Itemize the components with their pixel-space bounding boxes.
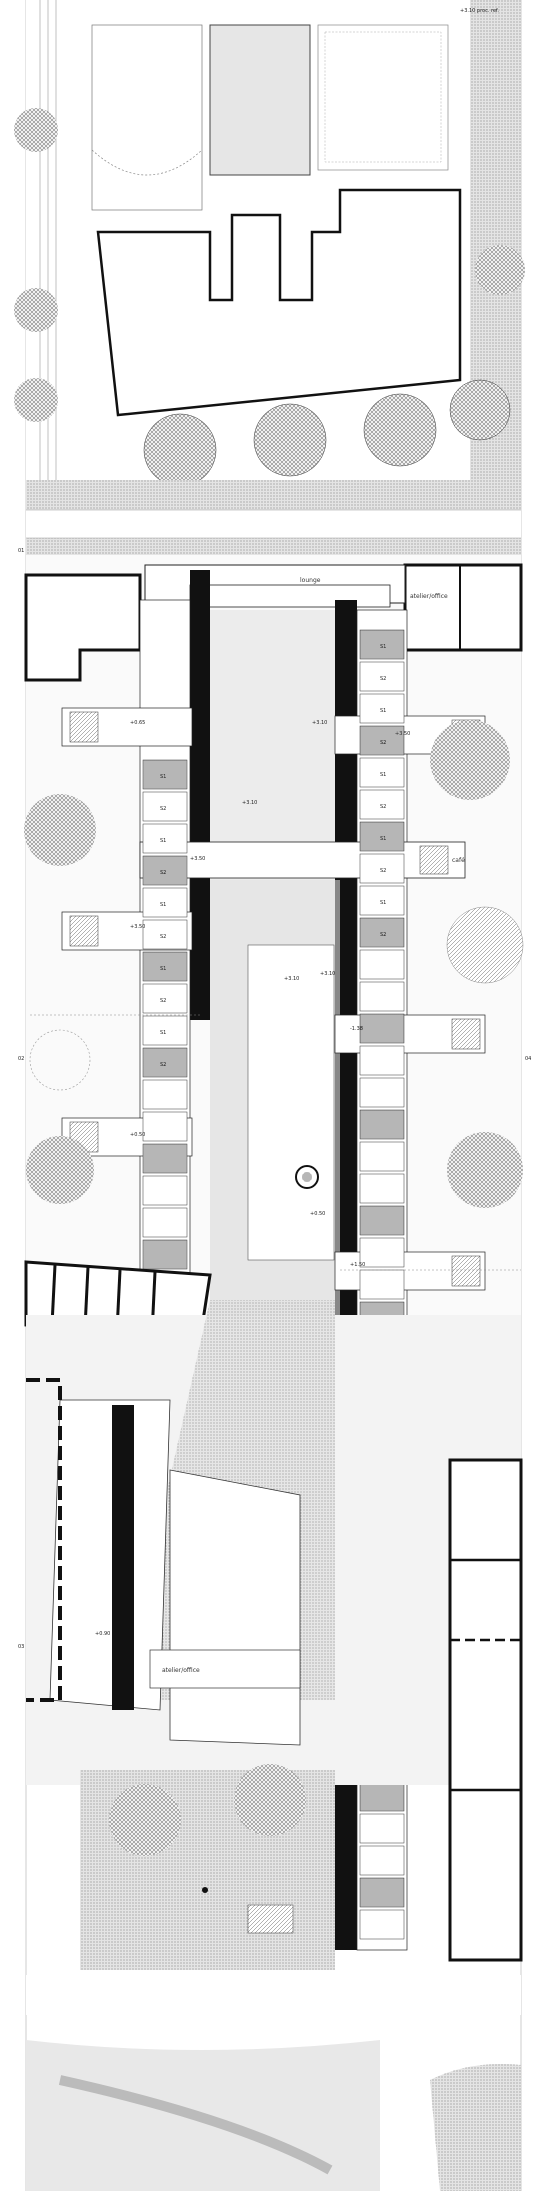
room-code: S1 (160, 902, 166, 908)
room-code: S2 (380, 932, 386, 938)
unit-cell (359, 629, 405, 660)
room-code: S1 (380, 772, 386, 778)
unit-cell (142, 1047, 188, 1078)
unit-cell (359, 1237, 405, 1268)
room-code: S1 (160, 774, 166, 780)
room-code: S2 (380, 676, 386, 682)
room-code: S2 (160, 1062, 166, 1068)
unit-cell (359, 1141, 405, 1172)
unit-cell (359, 1269, 405, 1300)
level-mark-10: -1.38 (350, 1026, 363, 1032)
unit-cell (359, 821, 405, 852)
level-mark-11: +1.50 (350, 1262, 365, 1268)
unit-cell (359, 1205, 405, 1236)
unit-cell (359, 1845, 405, 1876)
level-mark-4: +3.50 (190, 856, 205, 862)
level-mark-13: +3.50 (395, 731, 410, 737)
room-code: S2 (380, 740, 386, 746)
unit-cell (142, 951, 188, 982)
room-code: S1 (380, 836, 386, 842)
grid-mark-1: 01 (18, 548, 24, 554)
room-code: S1 (380, 900, 386, 906)
unit-cell (142, 791, 188, 822)
unit-cell (142, 919, 188, 950)
unit-cell (359, 981, 405, 1012)
room-code: S2 (160, 870, 166, 876)
unit-cell (142, 887, 188, 918)
unit-cell (359, 1173, 405, 1204)
room-code: S2 (160, 934, 166, 940)
unit-cell (359, 661, 405, 692)
unit-cell (142, 759, 188, 790)
room-code: S1 (160, 838, 166, 844)
level-mark-6: +3.10 (284, 976, 299, 982)
level-mark-7: +3.10 (320, 971, 335, 977)
level-mark-12: +0.90 (95, 1631, 110, 1637)
room-code: S1 (160, 1030, 166, 1036)
grid-mark-3: 03 (18, 1644, 24, 1650)
unit-cell (359, 1813, 405, 1844)
room-code: S2 (380, 868, 386, 874)
level-mark-1: +0.65 (130, 720, 145, 726)
label-workshop: atelier/office (162, 1667, 200, 1674)
north-block (14, 0, 525, 500)
label-cafe: café (452, 857, 465, 864)
south-block (26, 1300, 523, 2191)
unit-cell (359, 693, 405, 724)
unit-cell (142, 1079, 188, 1110)
level-mark-3: +3.10 (242, 800, 257, 806)
unit-cell (142, 1111, 188, 1142)
level-mark-2: +3.10 (312, 720, 327, 726)
level-mark-9: +0.50 (310, 1211, 325, 1217)
label-atelier: atelier/office (410, 593, 448, 600)
grid-mark-4: 04 (525, 1056, 531, 1062)
unit-cell (359, 1013, 405, 1044)
unit-cell (359, 757, 405, 788)
label-lounge: lounge (300, 577, 321, 584)
unit-cell (359, 789, 405, 820)
scale-label: +3.10 proc. ref. (460, 8, 499, 14)
unit-cell (359, 949, 405, 980)
unit-cell (359, 917, 405, 948)
room-code: S2 (380, 804, 386, 810)
room-code: S1 (380, 708, 386, 714)
level-mark-8: +0.50 (130, 1132, 145, 1138)
room-code: S1 (380, 644, 386, 650)
unit-cell (142, 1239, 188, 1270)
unit-cell (359, 885, 405, 916)
room-code: S2 (160, 806, 166, 812)
unit-cell (142, 823, 188, 854)
unit-cell (142, 1175, 188, 1206)
unit-cell (359, 1781, 405, 1812)
room-code: S2 (160, 998, 166, 1004)
unit-cell (359, 1877, 405, 1908)
unit-cell (142, 983, 188, 1014)
unit-cell (359, 1109, 405, 1140)
level-mark-5: +3.50 (130, 924, 145, 930)
unit-cell (359, 725, 405, 756)
unit-cell (142, 855, 188, 886)
unit-cell (142, 1143, 188, 1174)
room-code: S1 (160, 966, 166, 972)
unit-cell (142, 1015, 188, 1046)
unit-cell (359, 853, 405, 884)
unit-cell (359, 1077, 405, 1108)
unit-cell (359, 1909, 405, 1940)
unit-cell (142, 1207, 188, 1238)
grid-mark-2: 02 (18, 1056, 24, 1062)
unit-cell (359, 1045, 405, 1076)
